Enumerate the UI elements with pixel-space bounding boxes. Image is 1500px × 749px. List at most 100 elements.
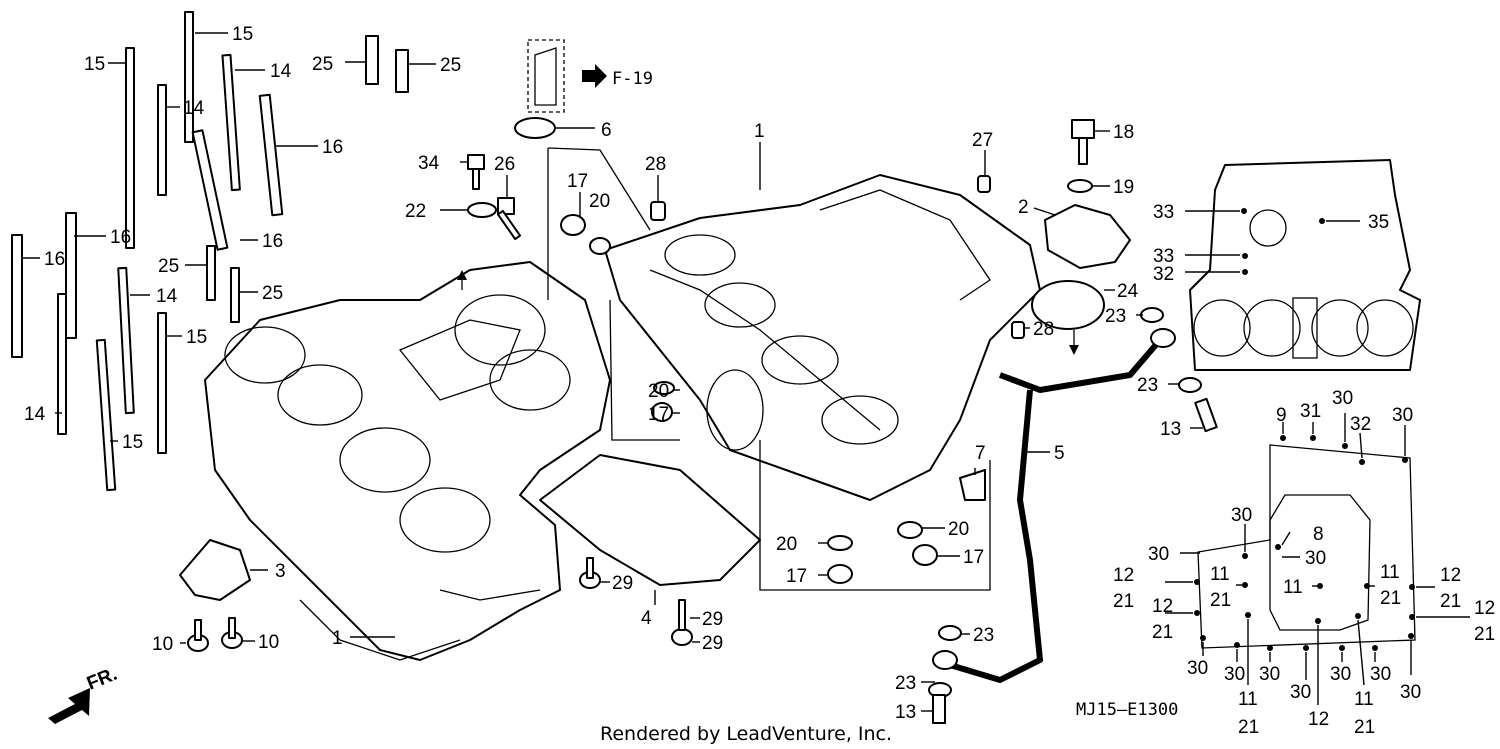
callout-14: 14 — [183, 98, 205, 119]
leader-lines — [22, 32, 1470, 712]
upper-crankcase — [204, 261, 611, 661]
callout-16: 16 — [44, 249, 65, 270]
callout-14: 14 — [24, 404, 46, 425]
callout-3: 3 — [275, 561, 286, 582]
dowel-pin — [977, 175, 991, 193]
callout-13: 13 — [1160, 419, 1181, 440]
callout-10: 10 — [258, 632, 279, 653]
callout-30: 30 — [1392, 405, 1413, 426]
clamp — [514, 117, 556, 139]
callout-12: 12 — [1308, 709, 1329, 730]
callout-11: 11 — [1238, 689, 1258, 710]
callout-23: 23 — [1137, 375, 1158, 396]
callout-16: 16 — [322, 137, 343, 158]
callout-28: 28 — [645, 154, 666, 175]
callout-30: 30 — [1305, 548, 1326, 569]
callout-20: 20 — [948, 519, 969, 540]
callout-30: 30 — [1370, 664, 1391, 685]
callouts: 15 15 14 14 16 16 16 16 25 25 25 25 14 1… — [24, 24, 1495, 738]
callout-10: 10 — [152, 634, 173, 655]
callout-19: 19 — [1113, 177, 1134, 198]
callout-26: 26 — [494, 154, 515, 175]
callout-33: 33 — [1153, 202, 1174, 223]
callout-29: 29 — [702, 609, 723, 630]
callout-17: 17 — [786, 566, 807, 587]
callout-11: 11 — [1210, 564, 1230, 585]
callout-25: 25 — [262, 283, 283, 304]
credit-line: Rendered by LeadVenture, Inc. — [600, 723, 892, 745]
callout-24: 24 — [1117, 281, 1139, 302]
oil-pipe — [949, 338, 1163, 683]
callout-20: 20 — [648, 381, 669, 402]
callout-14: 14 — [156, 286, 178, 307]
small-bolts — [467, 154, 522, 241]
callout-20: 20 — [776, 534, 797, 555]
washer — [1067, 179, 1093, 193]
callout-17: 17 — [648, 404, 669, 425]
baffle-plate — [539, 454, 761, 586]
lower-crankcase — [604, 174, 1041, 501]
callout-21: 21 — [1152, 622, 1173, 643]
dowel-pin — [1011, 321, 1025, 339]
front-direction-label: FR. — [84, 664, 120, 695]
callout-25: 25 — [312, 54, 333, 75]
callout-23: 23 — [973, 625, 994, 646]
callout-12: 12 — [1474, 598, 1495, 619]
callout-30: 30 — [1332, 388, 1353, 409]
callout-1: 1 — [754, 121, 765, 142]
callout-31: 31 — [1300, 401, 1321, 422]
callout-15: 15 — [84, 54, 105, 75]
bolt-pattern — [1194, 208, 1416, 651]
callout-7: 7 — [975, 443, 986, 464]
callout-4: 4 — [641, 608, 652, 629]
callout-12: 12 — [1440, 565, 1461, 586]
callout-12: 12 — [1152, 596, 1173, 617]
callout-21: 21 — [1440, 591, 1461, 612]
callout-22: 22 — [405, 201, 426, 222]
callout-17: 17 — [963, 547, 984, 568]
dowel-pin — [650, 201, 666, 221]
bracket — [959, 469, 986, 501]
oil-pipe-bolts — [928, 307, 1218, 724]
callout-9: 9 — [1276, 405, 1287, 426]
callout-21: 21 — [1113, 591, 1134, 612]
callout-30: 30 — [1259, 664, 1280, 685]
callout-21: 21 — [1380, 588, 1401, 609]
callout-13: 13 — [895, 702, 916, 723]
callout-21: 21 — [1474, 624, 1495, 645]
callout-33: 33 — [1153, 246, 1174, 267]
callout-5: 5 — [1054, 443, 1065, 464]
callout-29: 29 — [702, 633, 723, 654]
front-arrow-icon — [48, 688, 90, 724]
diagram-code: MJ15—E1300 — [1076, 700, 1178, 720]
callout-15: 15 — [232, 24, 253, 45]
callout-27: 27 — [972, 130, 993, 151]
callout-25: 25 — [158, 256, 179, 277]
callout-35: 35 — [1368, 212, 1389, 233]
callout-30: 30 — [1400, 682, 1421, 703]
bolt — [1071, 119, 1095, 139]
callout-8: 8 — [1313, 524, 1324, 545]
callout-32: 32 — [1350, 414, 1371, 435]
callout-30: 30 — [1231, 505, 1252, 526]
callout-23: 23 — [1105, 306, 1126, 327]
callout-32: 32 — [1153, 264, 1174, 285]
callout-30: 30 — [1330, 664, 1351, 685]
callout-1: 1 — [332, 628, 343, 649]
callout-11: 11 — [1354, 689, 1374, 710]
callout-14: 14 — [270, 61, 292, 82]
callout-11: 11 — [1283, 577, 1303, 598]
callout-21: 21 — [1354, 717, 1375, 738]
callout-34: 34 — [418, 153, 440, 174]
callout-11: 11 — [1380, 562, 1400, 583]
callout-20: 20 — [589, 191, 610, 212]
callout-17: 17 — [567, 171, 588, 192]
callout-25: 25 — [440, 55, 461, 76]
callout-30: 30 — [1224, 664, 1245, 685]
stud-bolts — [11, 11, 409, 492]
callout-23: 23 — [895, 673, 916, 694]
plate-bolts — [187, 557, 693, 652]
reference-arrow-icon — [582, 64, 607, 88]
callout-30: 30 — [1290, 682, 1311, 703]
